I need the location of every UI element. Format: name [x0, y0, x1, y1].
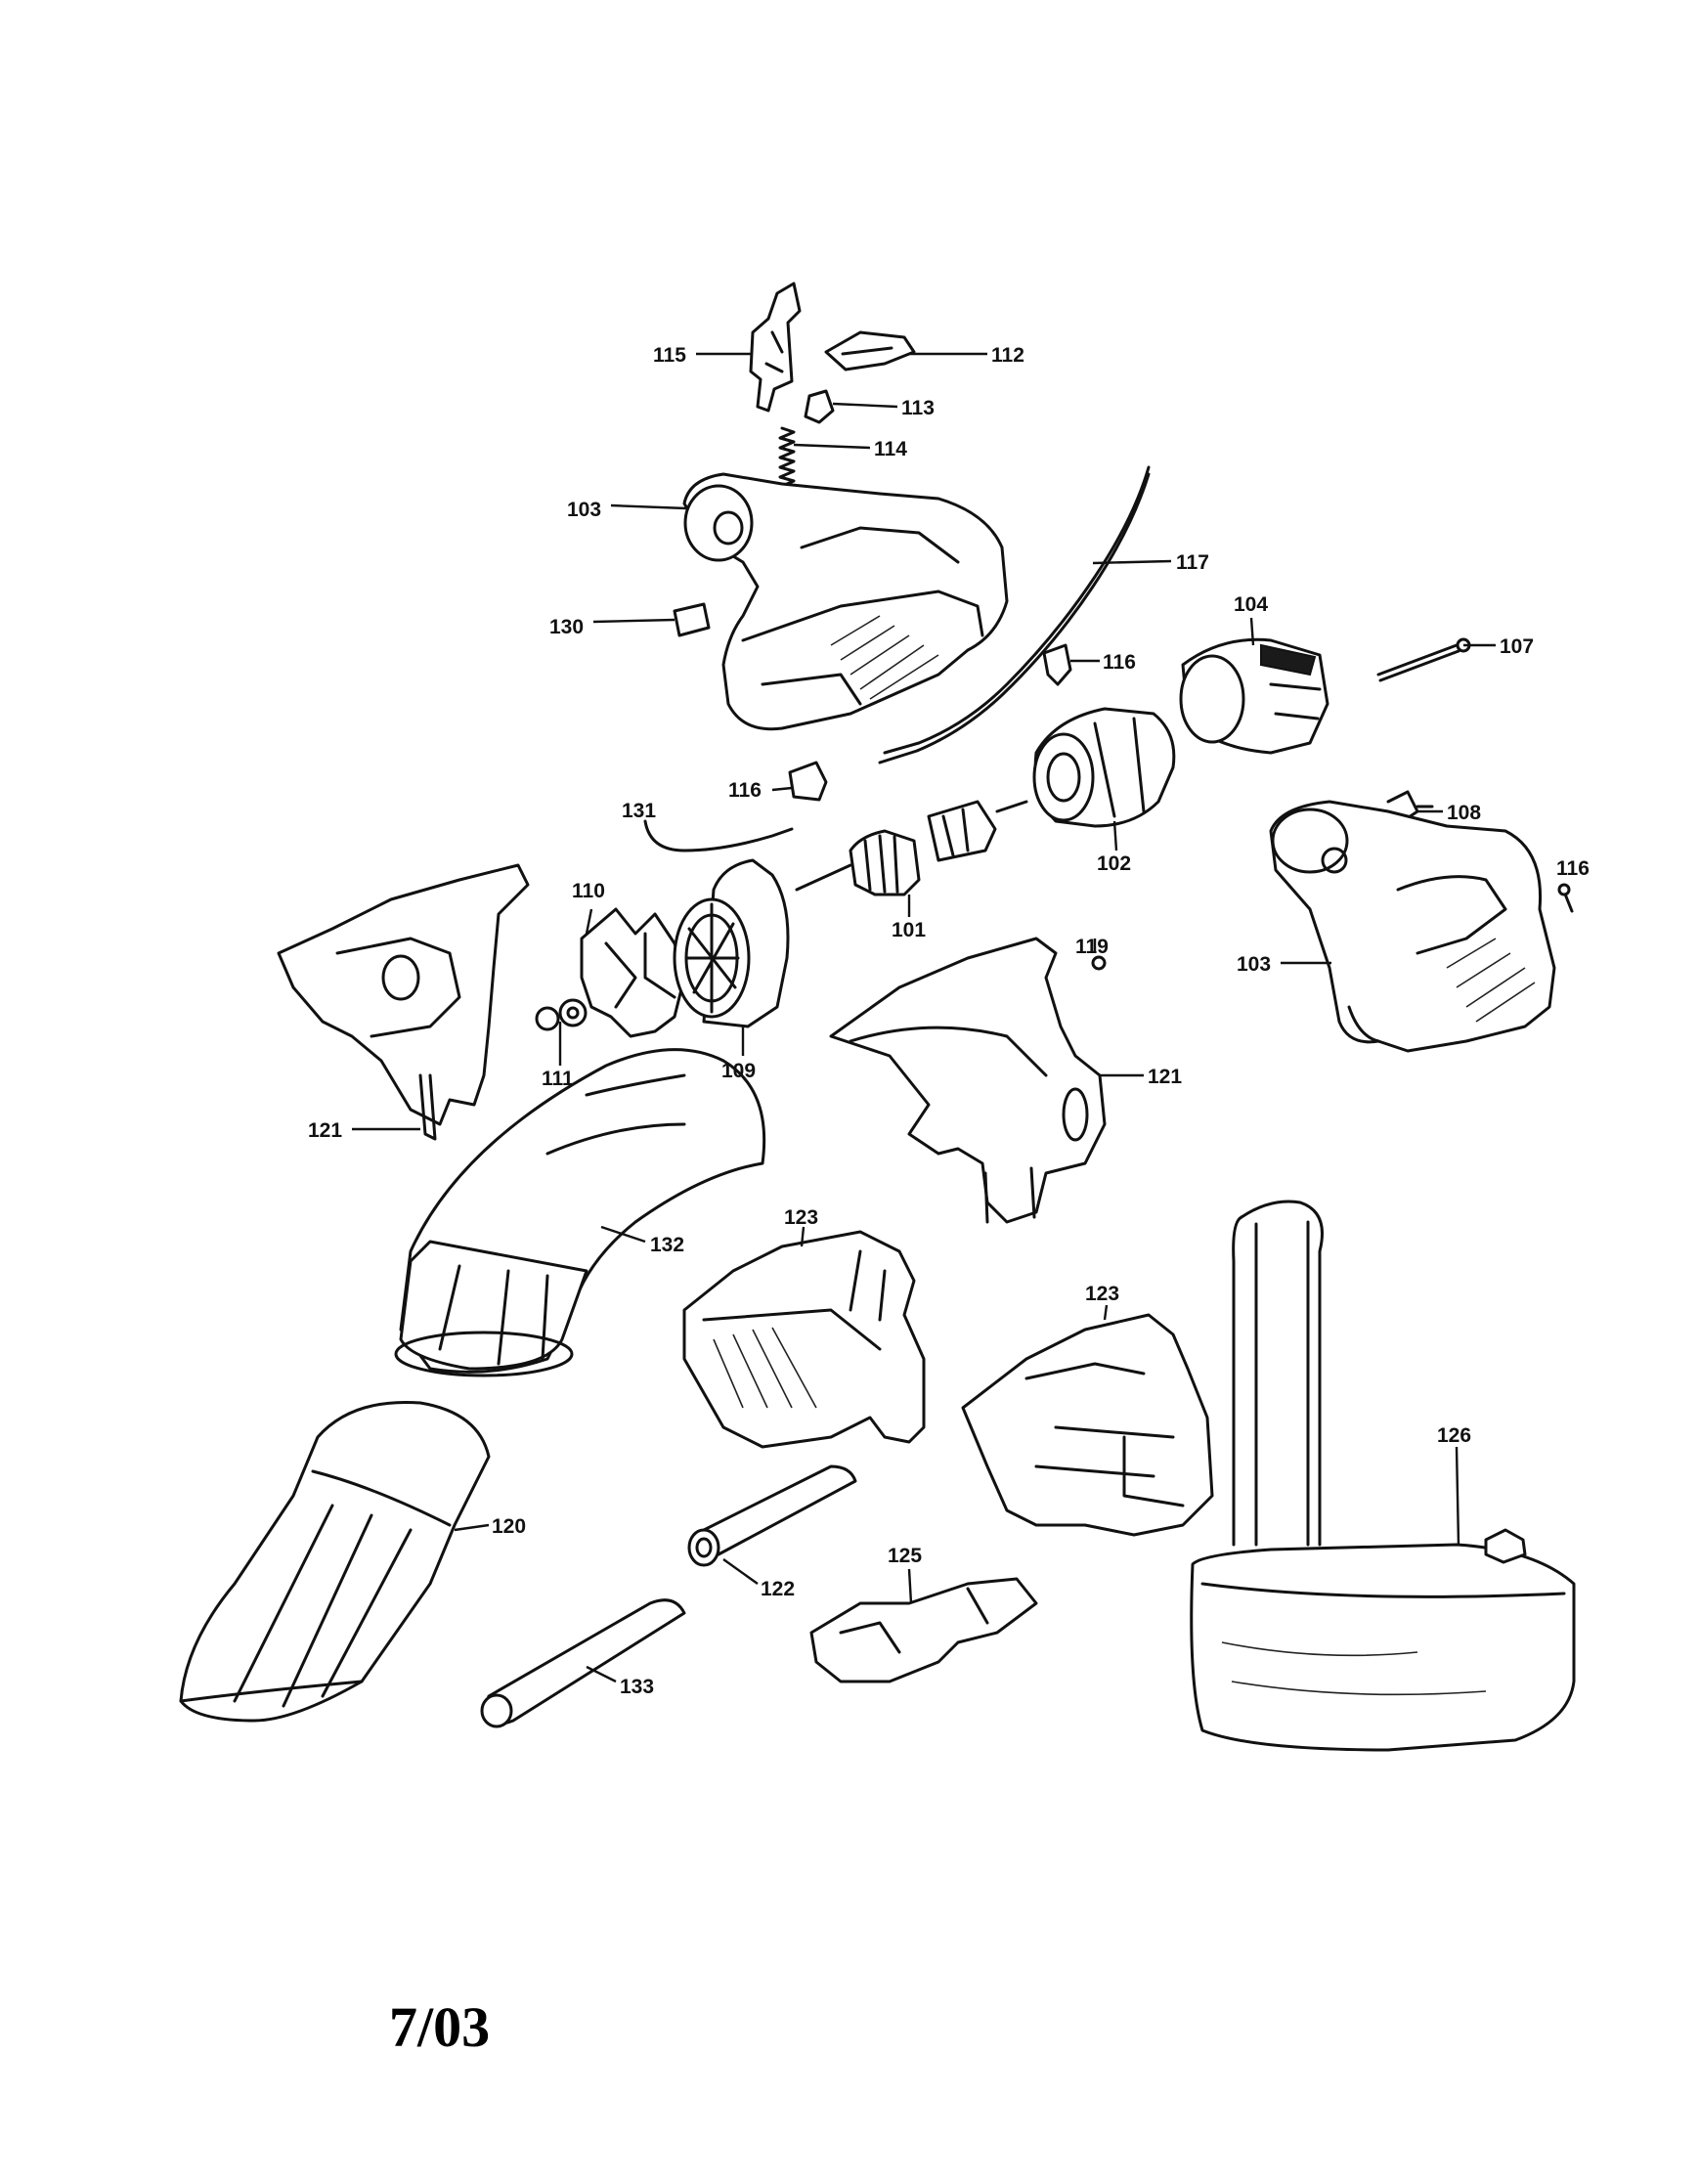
callout-132: 132: [650, 1234, 684, 1256]
callout-114: 114: [874, 438, 907, 460]
part-114-spring: [778, 426, 796, 493]
callout-labels: 115 112 113 114 103 117 130 104 107 116 …: [308, 344, 1590, 1698]
part-103-housing-top: [682, 472, 1009, 731]
callout-130: 130: [549, 616, 584, 638]
part-117-cord: [878, 465, 1151, 764]
callout-121-mid: 121: [1148, 1066, 1182, 1088]
part-109-fan-housing: [673, 858, 790, 1028]
part-121-housing-half-left: [277, 863, 530, 1141]
date-stamp: 7/03: [389, 1995, 490, 2059]
part-133-tube: [480, 1598, 686, 1728]
part-101-armature: [795, 800, 1028, 896]
callout-110: 110: [572, 880, 605, 902]
part-116-switch-housing: [788, 761, 828, 802]
callout-117: 117: [1176, 551, 1209, 574]
callout-122: 122: [761, 1578, 795, 1600]
callout-109: 109: [721, 1060, 756, 1082]
part-131-wire: [643, 819, 794, 852]
part-130-label: [673, 602, 711, 637]
callout-107: 107: [1500, 635, 1534, 658]
callout-111: 111: [542, 1068, 574, 1090]
part-121-tube-housing: [829, 937, 1107, 1224]
callout-115: 115: [653, 344, 686, 367]
part-110-fan: [580, 907, 686, 1038]
part-116-screw-c: [1557, 883, 1574, 913]
callout-116-c: 116: [1556, 857, 1590, 880]
part-123-collector-right: [961, 1313, 1214, 1537]
callout-103-right: 103: [1237, 953, 1271, 976]
part-107-long-screw: [1376, 637, 1471, 682]
callout-101: 101: [892, 919, 926, 941]
part-111-nuts: [535, 998, 588, 1031]
callout-108: 108: [1447, 802, 1481, 824]
part-122-tube: [687, 1464, 857, 1567]
callout-120: 120: [492, 1515, 526, 1538]
callout-123-a: 123: [784, 1206, 818, 1229]
part-104-end-cap: [1179, 637, 1329, 755]
callout-104: 104: [1234, 593, 1268, 616]
callout-113: 113: [901, 397, 935, 419]
part-123-collector-left: [682, 1230, 926, 1449]
callout-125: 125: [888, 1545, 922, 1567]
callout-116-a: 116: [1103, 651, 1136, 674]
part-126-collection-bag: [1190, 1200, 1576, 1752]
part-115-switch-lever: [749, 282, 802, 413]
callout-133: 133: [620, 1676, 654, 1698]
part-112-trigger: [824, 330, 916, 371]
part-116-screw-a: [1042, 643, 1072, 686]
part-119-screw: [1091, 955, 1107, 971]
callout-121-left: 121: [308, 1119, 342, 1142]
callout-126: 126: [1437, 1424, 1471, 1447]
callout-116-b: 116: [728, 779, 762, 802]
part-120-nozzle: [179, 1400, 491, 1723]
callout-102: 102: [1097, 852, 1131, 875]
callout-131: 131: [622, 800, 656, 822]
part-103-housing-right: [1269, 800, 1556, 1053]
part-132-curved-tube: [394, 1048, 766, 1377]
callout-112: 112: [991, 344, 1024, 367]
callout-123-b: 123: [1085, 1283, 1119, 1305]
part-113-switch: [804, 389, 835, 424]
callout-119: 119: [1075, 936, 1109, 958]
part-125-latch: [809, 1577, 1038, 1683]
part-102-stator: [1032, 707, 1176, 828]
leader-lines: [352, 352, 1496, 1683]
callout-103-top: 103: [567, 499, 601, 521]
